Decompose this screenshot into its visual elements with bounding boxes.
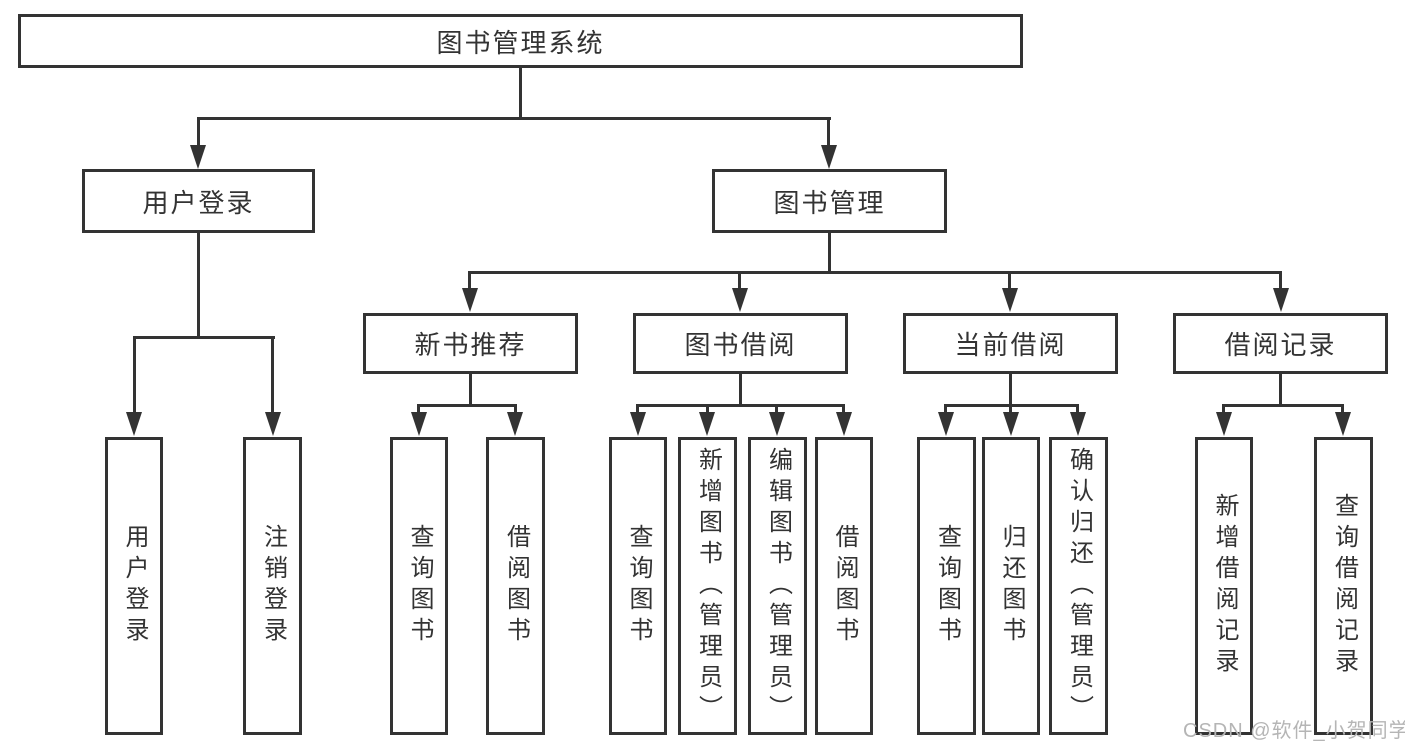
connector-user-login-split <box>133 336 275 339</box>
node-borrowing-query-books: 查询图书 <box>609 437 667 735</box>
connector-to-book-borrowing <box>738 271 741 291</box>
connector-to-logout-action <box>271 336 274 414</box>
node-borrowing-add-books-admin: 新增图书（管理员） <box>678 437 737 735</box>
connector-leaf <box>417 404 420 415</box>
arrowhead-down-icon <box>507 412 523 436</box>
arrowhead-down-icon <box>1070 412 1086 436</box>
connector-current-borrowing-stem <box>1009 374 1012 407</box>
arrowhead-down-icon <box>836 412 852 436</box>
node-newbook-query-books: 查询图书 <box>390 437 448 735</box>
arrowhead-down-icon <box>769 412 785 436</box>
node-current-borrowing: 当前借阅 <box>903 313 1118 374</box>
connector-leaf <box>1222 404 1225 415</box>
node-book-management: 图书管理 <box>712 169 947 233</box>
arrowhead-down-icon <box>938 412 954 436</box>
node-user-login: 用户登录 <box>82 169 315 233</box>
node-newbook-borrow-books: 借阅图书 <box>486 437 545 735</box>
node-user-login-action: 用户登录 <box>105 437 163 735</box>
connector-root-stem <box>519 65 522 120</box>
arrowhead-down-icon <box>462 288 478 312</box>
connector-borrow-records-stem <box>1279 374 1282 407</box>
connector-to-current-borrowing <box>1008 271 1011 291</box>
connector-root-split <box>197 117 831 120</box>
arrowhead-down-icon <box>821 145 837 169</box>
connector-leaf <box>514 404 517 415</box>
connector-current-borrowing-split <box>945 404 1079 407</box>
arrowhead-down-icon <box>265 412 281 436</box>
connector-leaf <box>1076 404 1079 415</box>
arrowhead-down-icon <box>411 412 427 436</box>
arrowhead-down-icon <box>190 145 206 169</box>
connector-to-user-login <box>197 117 200 147</box>
csdn-watermark: CSDN @软件_小贺同学 <box>1183 720 1405 742</box>
node-current-query-books: 查询图书 <box>917 437 976 735</box>
node-book-borrowing: 图书借阅 <box>633 313 848 374</box>
connector-to-new-book <box>468 271 471 291</box>
connector-book-mgmt-stem <box>828 231 831 274</box>
connector-user-login-stem <box>197 231 200 339</box>
connector-to-book-management <box>827 117 830 147</box>
node-records-add-borrow-record: 新增借阅记录 <box>1195 437 1253 735</box>
connector-leaf <box>1009 404 1012 415</box>
connector-borrow-records-split <box>1223 404 1344 407</box>
arrowhead-down-icon <box>699 412 715 436</box>
connector-leaf <box>636 404 639 415</box>
arrowhead-down-icon <box>1002 288 1018 312</box>
connector-leaf <box>1341 404 1344 415</box>
node-library-management-system: 图书管理系统 <box>18 14 1023 68</box>
connector-new-book-split <box>418 404 517 407</box>
arrowhead-down-icon <box>126 412 142 436</box>
connector-book-mgmt-split <box>469 271 1282 274</box>
arrowhead-down-icon <box>732 288 748 312</box>
arrowhead-down-icon <box>1335 412 1351 436</box>
connector-new-book-stem <box>469 374 472 407</box>
node-current-confirm-return-admin: 确认归还（管理员） <box>1049 437 1108 735</box>
node-records-query-borrow-record: 查询借阅记录 <box>1314 437 1373 735</box>
arrowhead-down-icon <box>1216 412 1232 436</box>
node-borrowing-borrow-books: 借阅图书 <box>815 437 873 735</box>
connector-to-login-action <box>133 336 136 414</box>
connector-book-borrowing-split <box>637 404 845 407</box>
arrowhead-down-icon <box>1273 288 1289 312</box>
connector-leaf <box>775 404 778 415</box>
arrowhead-down-icon <box>1003 412 1019 436</box>
connector-to-borrow-records <box>1279 271 1282 291</box>
connector-book-borrowing-stem <box>739 374 742 407</box>
node-current-return-books: 归还图书 <box>982 437 1040 735</box>
connector-leaf <box>706 404 709 415</box>
connector-leaf <box>944 404 947 415</box>
connector-leaf <box>842 404 845 415</box>
node-borrowing-edit-books-admin: 编辑图书（管理员） <box>748 437 807 735</box>
arrowhead-down-icon <box>630 412 646 436</box>
node-logout-action: 注销登录 <box>243 437 302 735</box>
node-new-book-recommendation: 新书推荐 <box>363 313 578 374</box>
node-borrowing-records: 借阅记录 <box>1173 313 1388 374</box>
